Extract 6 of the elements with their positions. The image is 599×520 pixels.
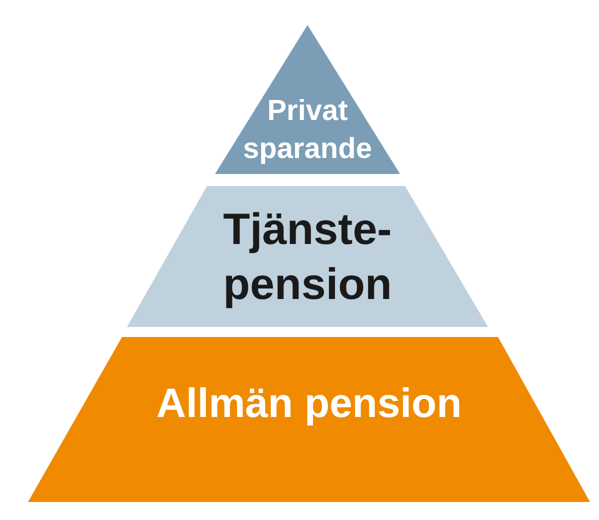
pyramid-base-tier <box>28 337 590 502</box>
tier-label: Tjänste-pension <box>222 204 393 311</box>
pyramid-top-tier <box>215 25 400 174</box>
pyramid-middle-tier <box>127 186 488 327</box>
tier-label: Privat sparande <box>242 94 373 167</box>
tier-label: Allmän pension <box>156 383 462 424</box>
